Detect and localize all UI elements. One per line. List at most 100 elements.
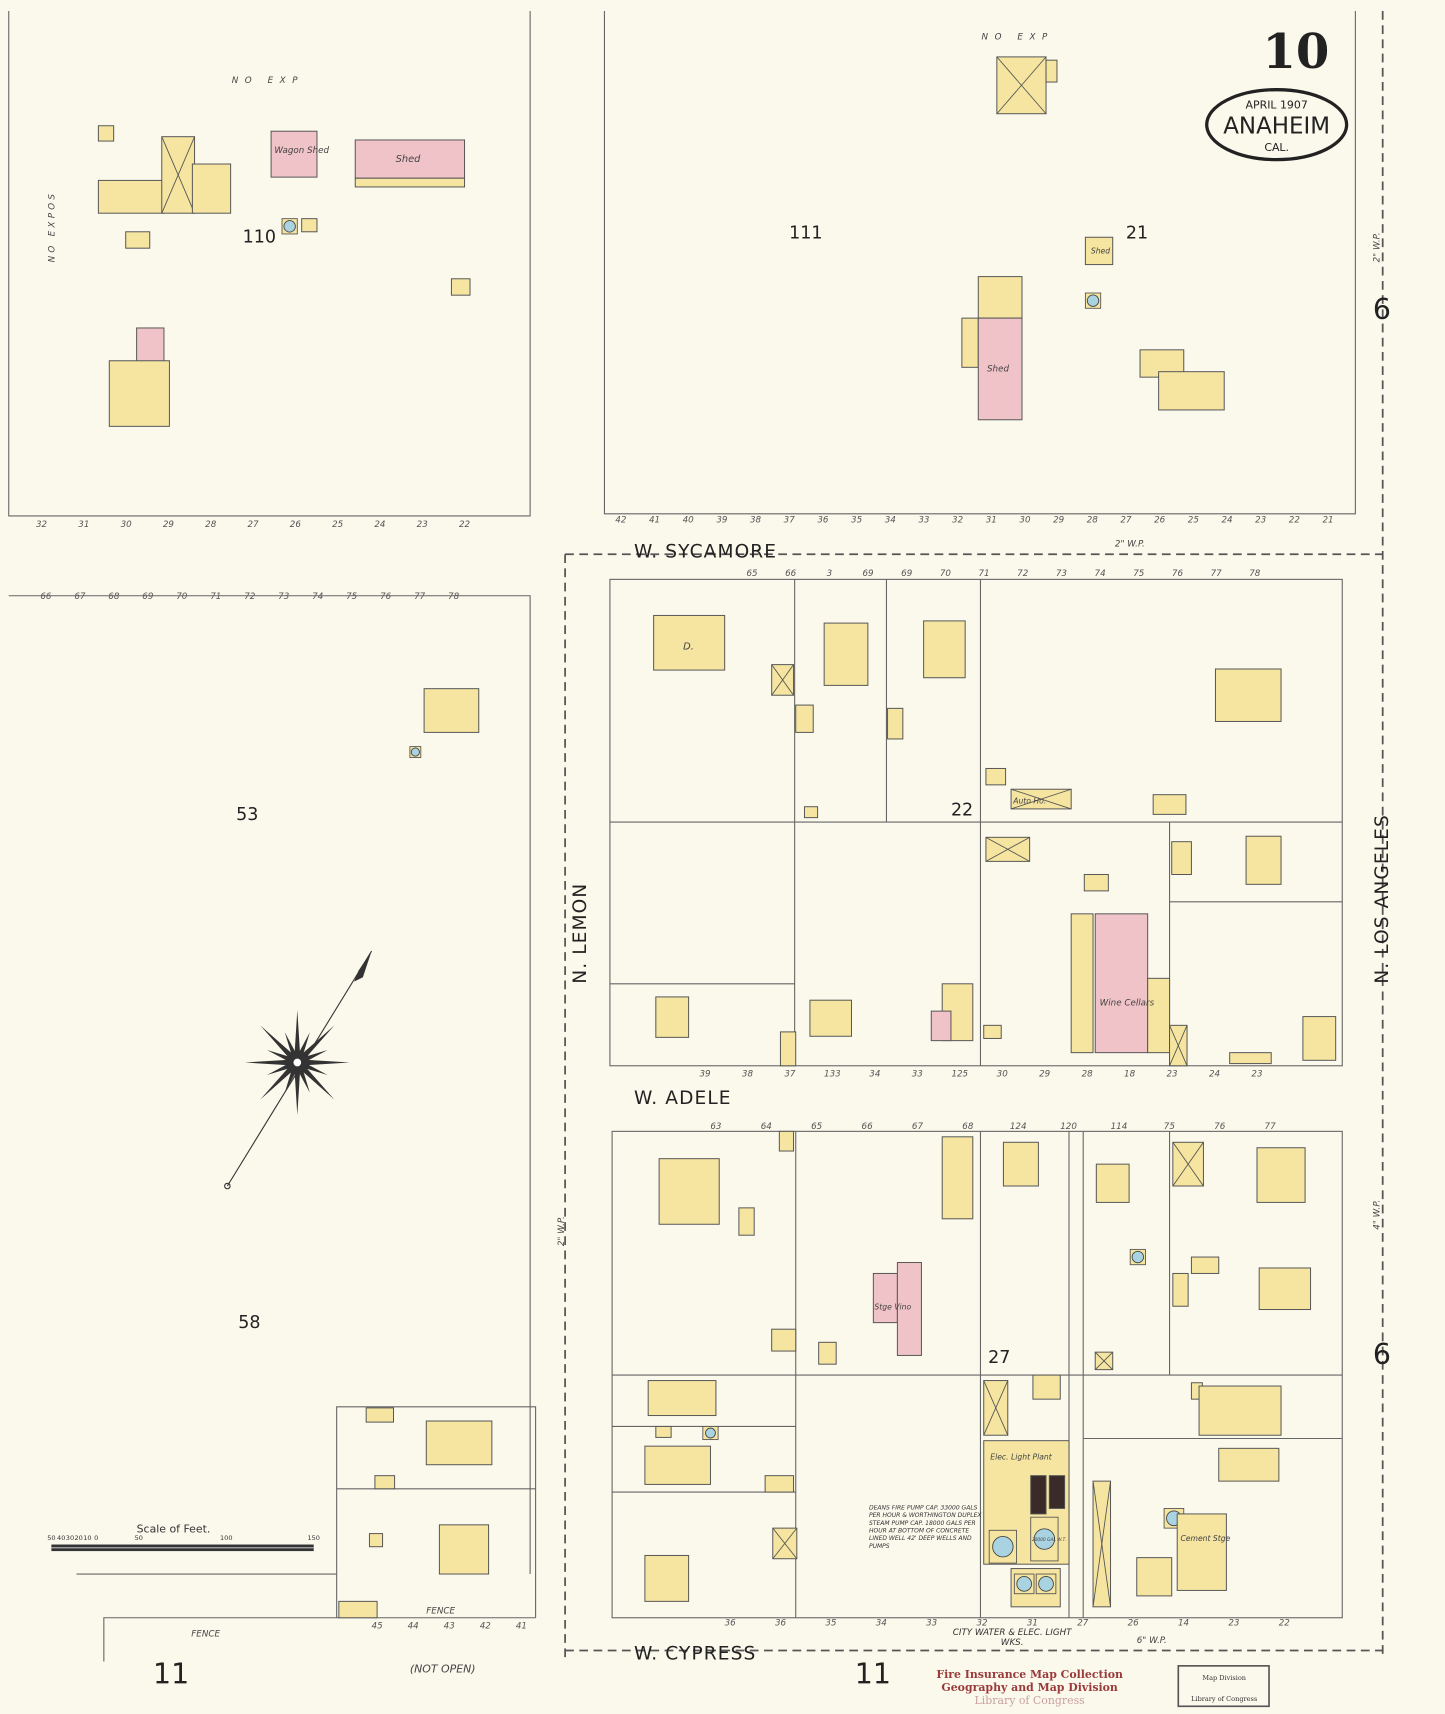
frame-building (338, 1600, 378, 1619)
label-shed-2: Shed (1091, 247, 1110, 256)
note-water-pipe-la-2: 4" W.P. (1372, 1200, 1382, 1230)
stamp-box-bottom: Library of Congress (1191, 1695, 1258, 1703)
frame-building (771, 1328, 797, 1352)
frame-building (779, 1031, 797, 1067)
map-division-stamp: Map Division Library of Congress (1177, 1665, 1270, 1708)
label-stge-vino: Stge Vino (874, 1303, 911, 1312)
house-number: 78 (448, 592, 460, 602)
frame-building (644, 1445, 711, 1485)
frame-building (764, 1475, 795, 1493)
house-number: 30 (997, 1070, 1009, 1080)
house-number: 24 (1221, 516, 1232, 526)
water-tank-icon (410, 747, 420, 757)
house-number: 36 (725, 1618, 737, 1628)
house-number: 67 (912, 1122, 924, 1132)
house-number: 27 (1120, 516, 1132, 526)
house-number: 71 (979, 569, 990, 579)
frame-building (887, 707, 904, 740)
brick-building (354, 139, 466, 179)
stamp-division: Geography and Map Division (941, 1681, 1118, 1694)
house-number: 32 (976, 1618, 988, 1628)
house-number: 70 (940, 569, 952, 579)
shed-cross (983, 1380, 1009, 1436)
frame-building (983, 1024, 1002, 1039)
note-fence: FENCE (191, 1629, 220, 1639)
house-number: 39 (716, 516, 728, 526)
water-tank-icon (1038, 1576, 1054, 1592)
house-number: 42 (480, 1622, 492, 1632)
frame-building (977, 276, 1023, 319)
cartouche-state: CAL. (1264, 141, 1289, 154)
compass-ray (284, 1061, 301, 1093)
note-water-pipe-sycamore: 2" W.P. (1115, 540, 1145, 550)
shed-cross (1092, 1481, 1111, 1607)
brick-building (977, 317, 1023, 421)
frame-building (1172, 1272, 1189, 1307)
shed-cross (1094, 1351, 1114, 1370)
house-number: 37 (784, 1070, 796, 1080)
frame-building (1095, 1163, 1130, 1203)
scale-title: Scale of Feet. (137, 1522, 211, 1535)
title-cartouche: APRIL 1907 ANAHEIM CAL. (1205, 88, 1349, 162)
scale-tick-label: 40 (57, 1534, 65, 1542)
house-number: 23 (1255, 516, 1266, 526)
frame-building (823, 622, 869, 686)
house-number: 71 (210, 592, 221, 602)
frame-building (1084, 236, 1114, 266)
block-27: 27 (988, 1348, 1010, 1368)
house-number: 27 (1077, 1618, 1089, 1628)
house-number: 26 (1128, 1618, 1140, 1628)
library-stamp: Fire Insurance Map Collection Geography … (936, 1668, 1123, 1707)
shed-cross (161, 136, 195, 214)
house-number: 23 (1228, 1618, 1239, 1628)
scale-tick-label: 10 (83, 1534, 91, 1542)
house-number: 23 (417, 520, 428, 530)
house-number: 32 (36, 520, 48, 530)
frame-building (961, 317, 979, 368)
frame-building (795, 704, 814, 733)
house-number: 70 (176, 592, 188, 602)
house-number: 28 (1087, 516, 1099, 526)
house-number: 34 (869, 1070, 880, 1080)
frame-building (1176, 1513, 1227, 1591)
frame-building (301, 218, 318, 233)
house-number: 30 (1019, 516, 1031, 526)
frame-building (803, 806, 819, 819)
water-tank-icon (1033, 1528, 1056, 1550)
scale-tick-label: 20 (75, 1534, 83, 1542)
frame-building (923, 620, 966, 679)
scale-tick-label: 0 (94, 1534, 98, 1542)
house-number: 29 (1039, 1070, 1051, 1080)
label-elec-light-plant: Elec. Light Plant (990, 1452, 1052, 1461)
compass-ray (260, 1060, 300, 1100)
shed-cross (996, 56, 1047, 115)
house-number: 78 (1249, 569, 1261, 579)
compass-ray (296, 1049, 328, 1066)
note-water-pipe-cypress: 6" W.P. (1137, 1636, 1167, 1646)
frame-building (365, 1407, 394, 1423)
adjoining-sheet-11-left: 11 (153, 1657, 189, 1690)
street-w-adele: W. ADELE (634, 1088, 732, 1109)
frame-building (653, 614, 726, 671)
block-58: 58 (238, 1313, 260, 1333)
street-n-lemon: N. LEMON (570, 883, 591, 984)
cartouche-city: ANAHEIM (1223, 113, 1330, 139)
shed-cross (985, 836, 1030, 862)
stamp-collection: Fire Insurance Map Collection (936, 1668, 1123, 1681)
frame-building (1045, 59, 1058, 83)
house-number: 44 (408, 1622, 419, 1632)
frame-building (655, 996, 690, 1038)
house-number: 38 (742, 1070, 754, 1080)
stamp-library: Library of Congress (975, 1694, 1086, 1707)
house-number: 76 (1172, 569, 1184, 579)
frame-building (1214, 668, 1282, 722)
house-number: 22 (1279, 1618, 1291, 1628)
frame-building (644, 1554, 690, 1602)
label-shed-3: Shed (987, 365, 1009, 375)
street-n-los-angeles: N. LOS ANGELES (1372, 814, 1393, 984)
house-number: 41 (649, 516, 660, 526)
block-110: 110 (243, 228, 276, 248)
house-number: 22 (459, 520, 471, 530)
house-number: 65 (746, 569, 758, 579)
